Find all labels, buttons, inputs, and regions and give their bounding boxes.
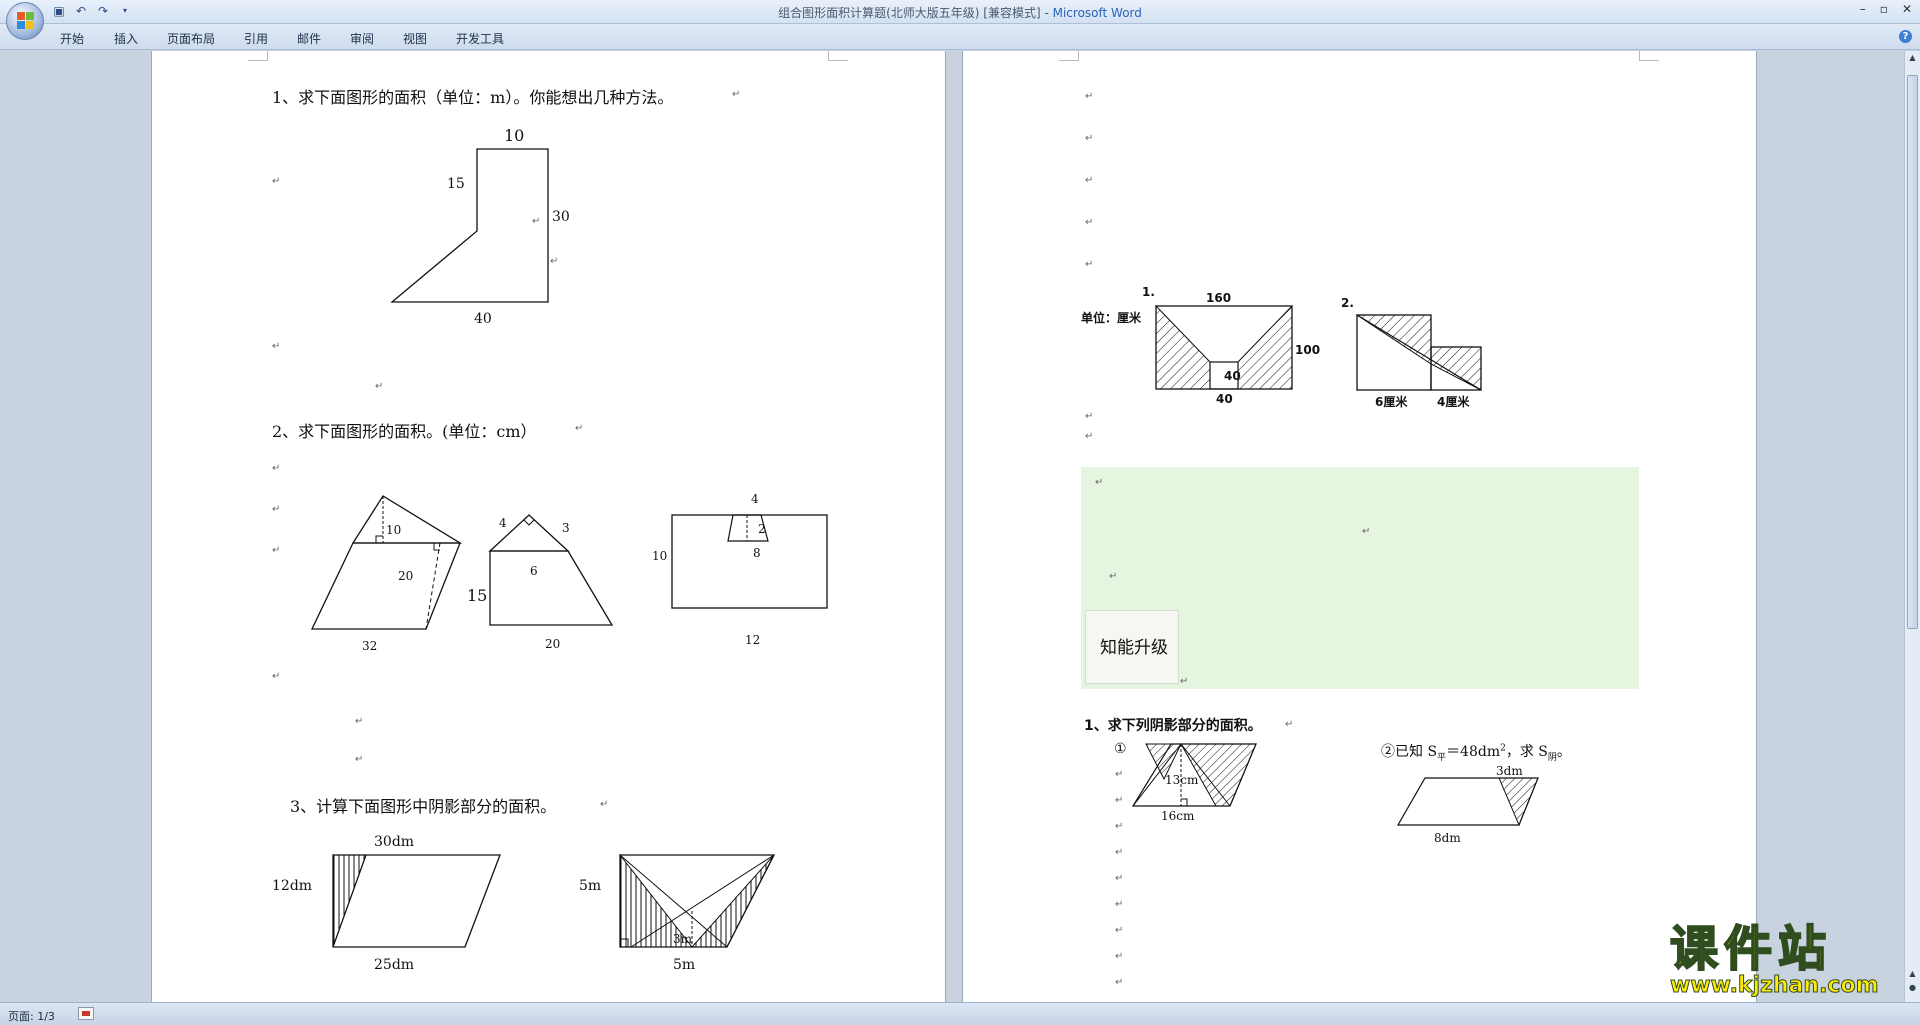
browse-object-icon[interactable]: ●	[1909, 983, 1916, 992]
vertical-scrollbar[interactable]: ▲ ▲ ●	[1904, 51, 1920, 1002]
page2-question-1-text: 1、求下列阴影部分的面积。	[1084, 718, 1262, 734]
margin-corner	[1639, 51, 1659, 61]
tab-view[interactable]: 视图	[403, 32, 428, 46]
tab-references[interactable]: 引用	[244, 32, 269, 46]
redo-icon[interactable]: ↷	[97, 4, 109, 18]
q2-fig3-top: 4	[751, 492, 759, 506]
item-1-base: 16cm	[1161, 809, 1195, 823]
fig-a	[1155, 304, 1293, 390]
q3-fig2-mid: 3m	[673, 932, 693, 946]
question-3-text: 3、计算下面图形中阴影部分的面积。	[290, 797, 557, 816]
prev-page-icon[interactable]: ▲	[1909, 969, 1916, 978]
watermark: 课件站 www.kjzhan.com	[1669, 921, 1900, 999]
q2-fig1-h2: 20	[398, 569, 414, 583]
section-badge: 知能升级	[1085, 610, 1179, 684]
tab-page-layout[interactable]: 页面布局	[167, 32, 216, 46]
q2-fig1-h1: 10	[386, 523, 402, 537]
fig-b-number: 2.	[1341, 296, 1354, 310]
fig-a-bottom: 40	[1216, 392, 1233, 406]
item-1-label: ①	[1114, 741, 1127, 757]
q3-figure-1	[332, 854, 501, 948]
document-name: 组合图形面积计算题(北师大版五年级) [兼容模式] -	[778, 6, 1053, 20]
item-1-figure	[1131, 743, 1257, 807]
q2-fig1-base: 32	[362, 639, 378, 653]
quick-access-toolbar: ▣ ↶ ↷ ▾	[52, 4, 132, 18]
item-2-figure	[1396, 777, 1539, 827]
item-2-base: 8dm	[1434, 831, 1461, 845]
status-bar: 页面: 1/3	[0, 1002, 1920, 1025]
q2-figure-2	[488, 514, 614, 626]
undo-icon[interactable]: ↶	[75, 4, 87, 18]
proofing-icon[interactable]	[78, 1007, 94, 1020]
minimize-icon[interactable]: –	[1859, 2, 1866, 16]
ribbon-tabs: 开始 插入 页面布局 引用 邮件 审阅 视图 开发工具 ?	[0, 24, 1920, 50]
title-bar: ▣ ↶ ↷ ▾ 组合图形面积计算题(北师大版五年级) [兼容模式] - Micr…	[0, 0, 1920, 24]
q3-fig1-top: 30dm	[374, 834, 415, 850]
q3-fig1-side: 12dm	[272, 878, 313, 894]
q2-fig3-base: 12	[745, 633, 761, 647]
q2-fig2-base: 20	[545, 637, 561, 651]
office-logo-icon	[17, 12, 35, 30]
fig-b-left: 6厘米	[1375, 395, 1408, 409]
margin-corner	[248, 51, 268, 61]
fig-a-unit: 单位：厘米	[1081, 311, 1142, 325]
help-icon[interactable]: ?	[1899, 30, 1912, 43]
fig-b	[1355, 314, 1482, 391]
qat-menu-icon[interactable]: ▾	[122, 6, 127, 15]
q1-label-bottom: 40	[474, 311, 492, 327]
q3-figure-2	[619, 853, 776, 948]
item-1-h: 13cm	[1165, 773, 1199, 787]
fig-b-right: 4厘米	[1437, 395, 1470, 409]
q2-figure-1	[310, 495, 463, 630]
q2-fig3-h: 2	[758, 522, 766, 536]
window-controls: – ▫ ✕	[1860, 2, 1912, 16]
question-1-text: 1、求下面图形的面积（单位：m）。你能想出几种方法。	[272, 88, 674, 107]
badge-text: 知能升级	[1100, 638, 1168, 658]
page-1: 1、求下面图形的面积（单位：m）。你能想出几种方法。 ↵ 10 15 30 40…	[151, 51, 946, 1002]
q1-label-left: 15	[447, 176, 465, 192]
q2-fig2-a: 4	[499, 516, 507, 530]
margin-corner	[828, 51, 848, 61]
q3-fig2-bottom: 5m	[673, 957, 696, 973]
q1-figure	[390, 148, 549, 303]
margin-corner	[1059, 51, 1079, 61]
item-2-label: ②已知 S平＝48dm2，求 S阴。	[1381, 743, 1571, 763]
close-icon[interactable]: ✕	[1901, 2, 1912, 16]
app-name: Microsoft Word	[1052, 6, 1142, 20]
scroll-thumb[interactable]	[1907, 75, 1918, 629]
q2-fig3-side: 10	[652, 549, 668, 563]
tab-review[interactable]: 审阅	[350, 32, 375, 46]
q2-fig3-bottom: 8	[753, 546, 761, 560]
page-gap	[946, 51, 962, 1002]
fig-a-number: 1.	[1142, 285, 1155, 299]
watermark-url: www.kjzhan.com	[1670, 973, 1880, 999]
tab-home[interactable]: 开始	[60, 32, 85, 46]
save-icon[interactable]: ▣	[53, 4, 65, 18]
tab-insert[interactable]: 插入	[114, 32, 139, 46]
q2-fig2-b: 3	[562, 521, 570, 535]
fig-a-top: 160	[1206, 291, 1232, 305]
q3-fig1-bottom: 25dm	[374, 957, 415, 973]
q2-fig2-mid: 6	[530, 564, 538, 578]
page-2: ↵ ↵ ↵ ↵ ↵ 1. 单位：厘米 160 100 40 40 2.	[962, 51, 1757, 1002]
watermark-title: 课件站	[1669, 921, 1833, 977]
tab-mailings[interactable]: 邮件	[297, 32, 322, 46]
fig-a-right: 100	[1295, 343, 1321, 357]
fig-a-inner: 40	[1224, 369, 1241, 383]
q1-label-top: 10	[504, 126, 525, 145]
q3-fig2-side: 5m	[579, 878, 602, 894]
status-page-count[interactable]: 页面: 1/3	[8, 1010, 55, 1023]
maximize-icon[interactable]: ▫	[1879, 2, 1888, 16]
tab-developer[interactable]: 开发工具	[456, 32, 505, 46]
item-2-top: 3dm	[1496, 764, 1523, 778]
q2-fig2-side: 15	[467, 586, 488, 605]
q1-label-right: 30	[552, 209, 570, 225]
q2-figure-3	[671, 514, 828, 609]
document-area: 1、求下面图形的面积（单位：m）。你能想出几种方法。 ↵ 10 15 30 40…	[0, 51, 1904, 1002]
window-title: 组合图形面积计算题(北师大版五年级) [兼容模式] - Microsoft Wo…	[0, 4, 1920, 21]
question-2-text: 2、求下面图形的面积。(单位：cm）	[272, 422, 537, 441]
office-button[interactable]	[6, 2, 44, 40]
scroll-up-icon[interactable]: ▲	[1909, 53, 1916, 62]
